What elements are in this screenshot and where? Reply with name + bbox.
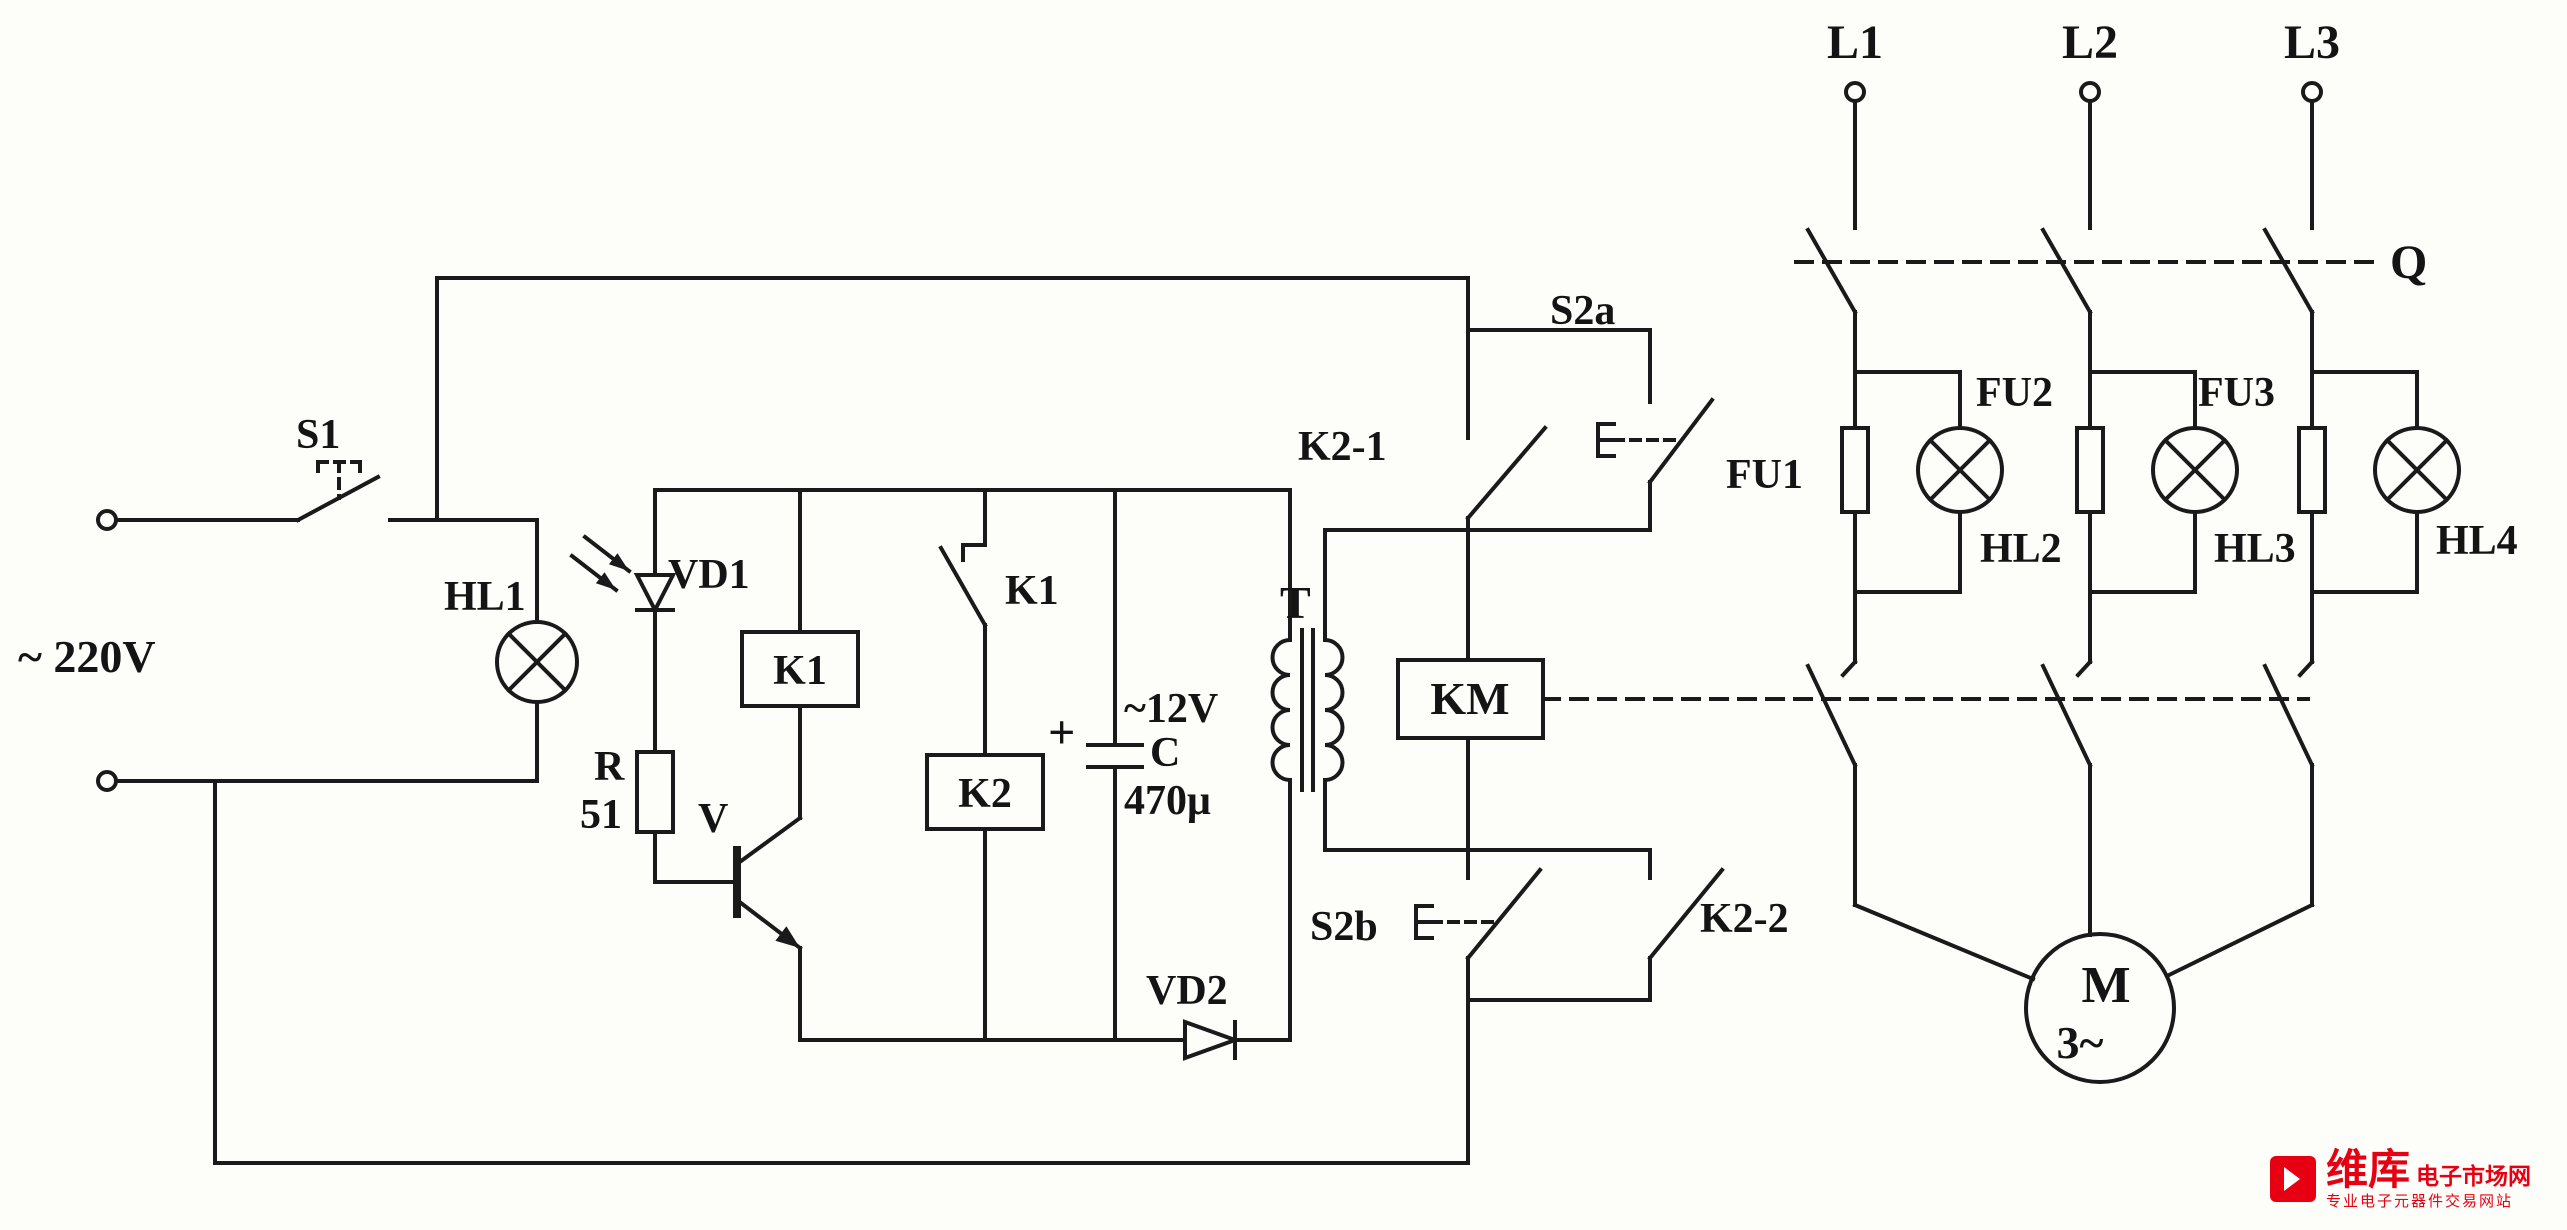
terminal-icon	[96, 509, 118, 531]
watermark-brand-suffix: 电子市场网	[2416, 1163, 2531, 1190]
resistor-value-label: 51	[580, 792, 622, 838]
hl2-label: HL2	[1980, 526, 2062, 572]
motor-icon	[2024, 932, 2176, 1084]
diode-icon	[633, 573, 677, 615]
hl1-lamp: HL1	[444, 518, 579, 783]
watermark-tagline: 专业电子元器件交易网站	[2325, 1192, 2513, 1210]
fu3-label: FU3	[2198, 370, 2275, 416]
fu1-label: FU1	[1726, 452, 1803, 498]
capacitor-polarity-label: +	[1048, 706, 1075, 759]
weiku-logo-icon	[2269, 1155, 2316, 1202]
emitter-arrow-icon	[775, 926, 800, 948]
k2-2-label: K2-2	[1700, 896, 1789, 942]
phase-l1: L1 FU1 HL2	[1726, 16, 2062, 982]
transformer-label: T	[1280, 577, 1311, 628]
l2-label: L2	[2062, 16, 2118, 69]
switch-blade	[1647, 867, 1725, 961]
hl3-label: HL3	[2214, 526, 2296, 572]
k2-relay-coil: K2	[925, 753, 1045, 1042]
c-capacitor: + C 470μ ~12V	[1048, 488, 1218, 1042]
k1-contact-label: K1	[1005, 568, 1059, 614]
resistor-name-label: R	[594, 744, 625, 790]
switch-blade	[938, 545, 988, 628]
control-loop-wires	[213, 276, 1470, 1165]
hl4-label: HL4	[2436, 518, 2518, 564]
l3-label: L3	[2284, 16, 2340, 69]
supply-voltage-label: ~ 220V	[18, 631, 156, 682]
ac-supply: ~ 220V	[18, 509, 539, 1165]
switch-blade	[1465, 867, 1543, 961]
km-contactor-coil: KM	[1396, 528, 2310, 852]
switch-blade	[1805, 227, 1858, 315]
k1-contact: K1	[938, 488, 1059, 757]
k1-coil-label: K1	[773, 648, 827, 694]
t-transformer: T	[1270, 528, 1345, 852]
secondary-winding	[1270, 637, 1293, 783]
vd1-photodiode: VD1	[569, 488, 750, 754]
capacitor-name-label: C	[1150, 730, 1180, 776]
l1-label: L1	[1827, 16, 1883, 69]
terminal-icon	[2301, 81, 2323, 103]
relay-coil-box	[740, 630, 860, 708]
primary-winding	[1322, 637, 1345, 783]
q-isolator: Q	[1794, 236, 2427, 289]
k1-relay-coil: K1	[740, 488, 860, 708]
transistor-label: V	[698, 796, 728, 842]
capacitor-value-label: 470μ	[1124, 778, 1211, 824]
vd2-diode: VD2	[1146, 968, 1241, 1061]
fuse-icon	[2297, 426, 2327, 514]
vd1-label: VD1	[668, 552, 750, 598]
watermark-brand: 维库	[2325, 1146, 2410, 1194]
hl1-label: HL1	[444, 574, 526, 620]
resistor-icon	[635, 750, 675, 834]
switch-blade	[1465, 425, 1548, 521]
phase-l3: L3 FU3 HL4	[2164, 16, 2518, 979]
motor-label: M	[2081, 957, 2130, 1014]
vd2-label: VD2	[1146, 968, 1228, 1014]
k2-1-label: K2-1	[1298, 424, 1387, 470]
terminal-icon	[2079, 81, 2101, 103]
switch-blade	[2040, 227, 2093, 315]
watermark: 维库 电子市场网 专业电子元器件交易网站	[2269, 1146, 2531, 1210]
motor: M 3~	[2024, 932, 2176, 1084]
ac-12v-label: ~12V	[1124, 686, 1218, 732]
s1-switch: S1	[295, 412, 539, 523]
motor-phase-label: 3~	[2057, 1017, 2104, 1068]
contactor-contact-blade	[2262, 663, 2315, 768]
s2b-k2-2-branch: S2b K2-2	[1310, 848, 1789, 1002]
v-transistor: V	[653, 704, 803, 1042]
s2b-label: S2b	[1310, 904, 1378, 950]
fu2-label: FU2	[1976, 370, 2053, 416]
fuse-icon	[2075, 426, 2105, 514]
switch-blade	[2262, 227, 2315, 315]
k2-1-s2a-branch: K2-1 S2a	[1298, 288, 1715, 532]
contactor-contact-blade	[1805, 663, 1858, 768]
km-label: KM	[1430, 673, 1509, 724]
s1-label: S1	[296, 412, 340, 458]
terminal-icon	[96, 770, 118, 792]
k2-coil-label: K2	[958, 771, 1012, 817]
contactor-contact-blade	[2040, 663, 2093, 768]
q-label: Q	[2390, 236, 2427, 289]
terminal-icon	[1844, 81, 1866, 103]
diode-icon	[1183, 1019, 1241, 1061]
phase-l2: L2 FU2 HL3	[1976, 16, 2296, 937]
fuse-icon	[1840, 426, 1870, 514]
switch-blade	[1647, 397, 1715, 485]
r-resistor: R 51	[580, 744, 675, 884]
inner-circuit-rails	[653, 488, 1292, 1042]
s2a-label: S2a	[1550, 288, 1615, 334]
